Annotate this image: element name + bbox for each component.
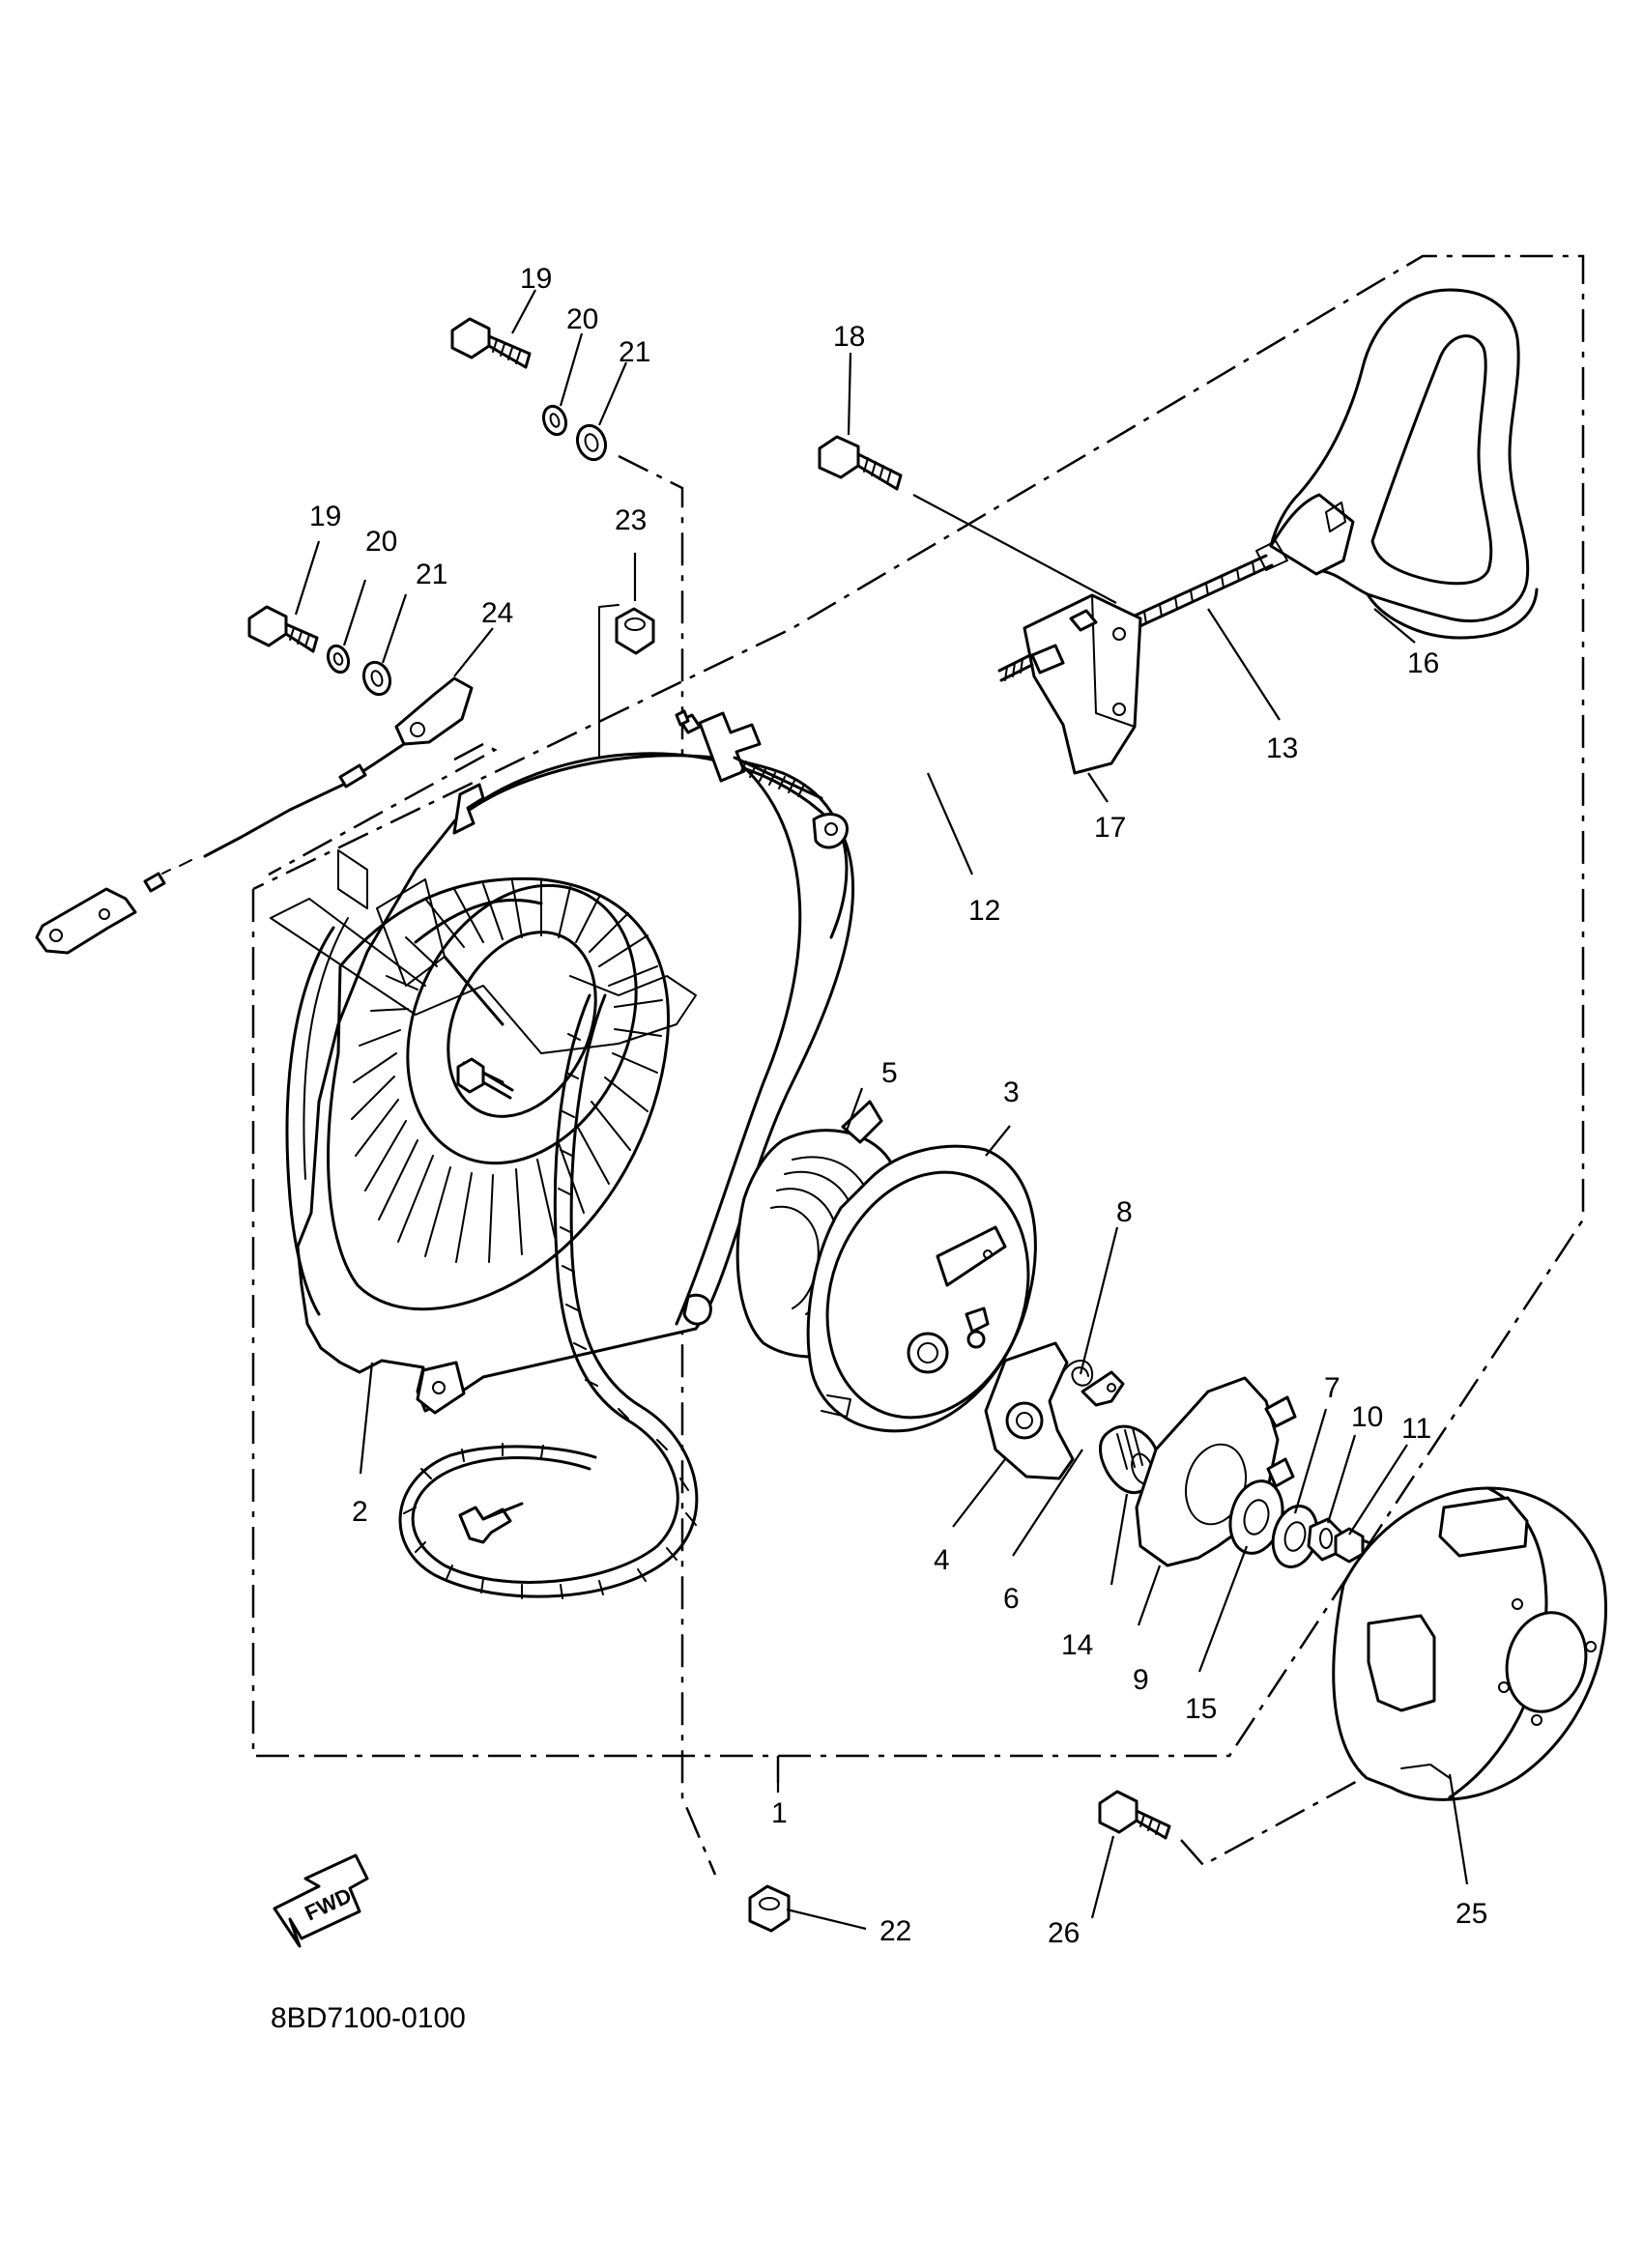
- starter-rope-loop: [398, 993, 699, 1599]
- callout-24: 24: [481, 597, 513, 629]
- callout-15: 15: [1185, 1693, 1217, 1725]
- callout-7: 7: [1324, 1372, 1340, 1404]
- assembly-boundary-outline: [251, 254, 1585, 1783]
- callout-labels: 19 20 21 18 19 20 21 23 24 16 13 17 12 5…: [309, 263, 1487, 1949]
- washer-21-top: [575, 423, 608, 462]
- callout-1: 1: [771, 1797, 788, 1829]
- callout-13: 13: [1266, 732, 1298, 764]
- callout-23: 23: [615, 504, 647, 536]
- friction-spring-14: [1098, 1424, 1161, 1495]
- forward-direction-arrow: FWD: [273, 1853, 369, 1948]
- ratchet-pawl-4: [984, 1341, 1075, 1480]
- bolt-18: [818, 435, 903, 491]
- washer-7: [1271, 1505, 1319, 1568]
- starter-case-2: [270, 752, 855, 1415]
- callout-6: 6: [1003, 1583, 1020, 1615]
- lock-washer-20-left: [326, 644, 351, 675]
- callout-4: 4: [934, 1544, 950, 1576]
- callout-22: 22: [879, 1915, 911, 1947]
- callout-14: 14: [1061, 1629, 1093, 1661]
- bolt-26: [1098, 1790, 1171, 1840]
- nut-23: [615, 607, 655, 655]
- callout-10: 10: [1351, 1401, 1383, 1433]
- callout-21-top: 21: [619, 336, 650, 368]
- callout-12: 12: [968, 895, 1000, 927]
- bolt-19-left: [247, 605, 319, 653]
- lock-washer-20-top: [541, 404, 568, 437]
- drawing-code: 8BD7100-0100: [271, 2002, 466, 2034]
- rope-guide-12: [675, 709, 823, 800]
- starter-handle-16: [1255, 288, 1539, 640]
- callout-25: 25: [1456, 1898, 1487, 1930]
- callout-11: 11: [1401, 1413, 1431, 1445]
- pawl-spring-8: [1062, 1360, 1125, 1407]
- washer-21-left: [361, 660, 392, 697]
- callout-21-left: 21: [416, 559, 447, 590]
- callout-2: 2: [352, 1496, 368, 1528]
- callout-19-top: 19: [520, 263, 552, 295]
- callout-9: 9: [1133, 1664, 1149, 1696]
- callout-8: 8: [1116, 1196, 1133, 1228]
- callout-18: 18: [833, 321, 865, 353]
- callout-16: 16: [1407, 647, 1439, 679]
- bracket-17: [997, 593, 1142, 775]
- nut-22: [748, 1884, 791, 1933]
- rope-drum-3: [806, 1144, 1037, 1433]
- callout-20-left: 20: [365, 526, 397, 558]
- starter-pulley-25: [1332, 1486, 1607, 1801]
- leader-lines: [294, 289, 1469, 1931]
- callout-26: 26: [1048, 1917, 1080, 1949]
- callout-3: 3: [1003, 1077, 1020, 1108]
- callout-17: 17: [1094, 812, 1126, 844]
- callout-20-top: 20: [566, 303, 598, 335]
- callout-19-left: 19: [309, 501, 341, 532]
- bolt-19-top: [450, 317, 532, 369]
- callout-5: 5: [881, 1057, 898, 1089]
- bracket-24-with-wire: [35, 676, 474, 955]
